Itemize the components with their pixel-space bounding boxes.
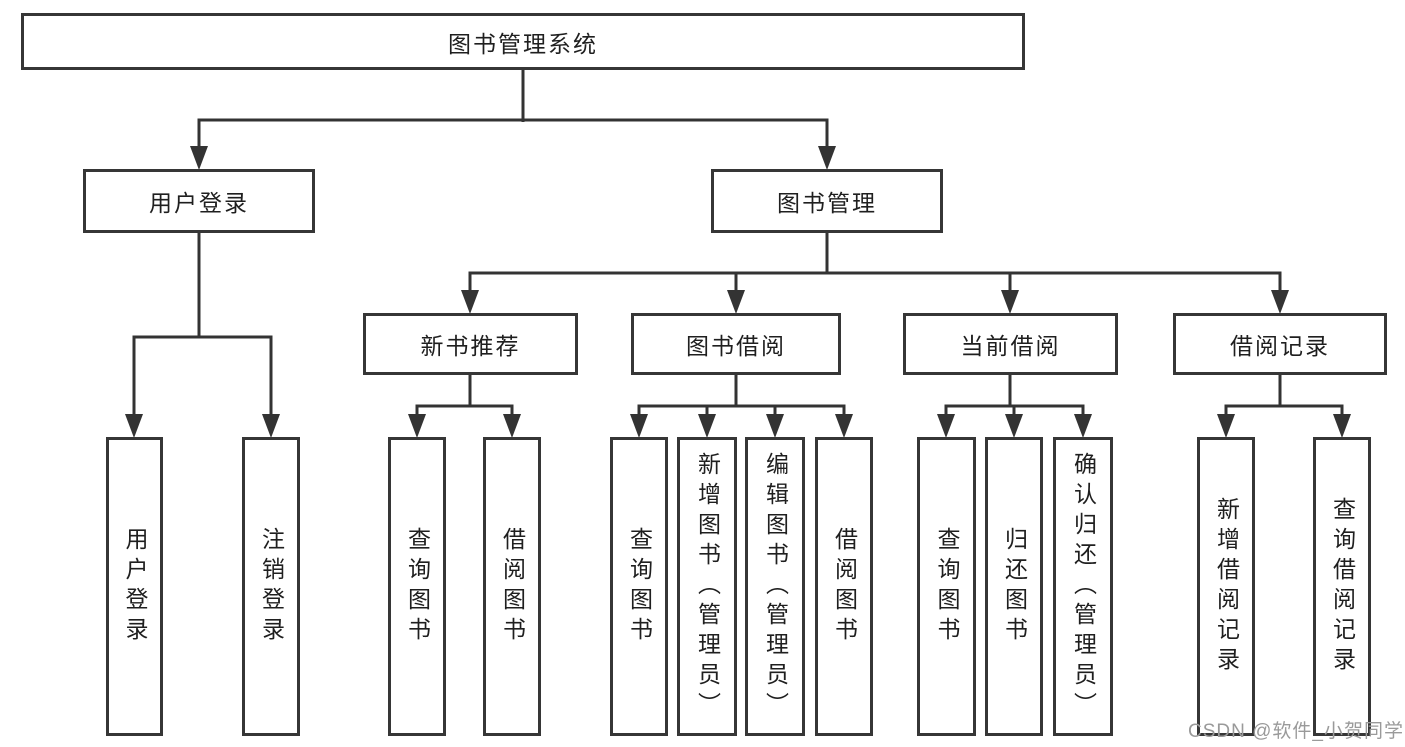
node-root: 图书管理系统 — [21, 13, 1025, 70]
node-user-login-label: 用户登录 — [149, 190, 249, 216]
node-borrow-records: 借阅记录 — [1173, 313, 1387, 375]
leaf-add-borrow-record-label: 新增借阅记录 — [1213, 496, 1240, 677]
leaf-query-borrow-record: 查询借阅记录 — [1313, 437, 1371, 736]
leaf-borrow-books-recommend: 借阅图书 — [483, 437, 541, 736]
node-root-label: 图书管理系统 — [448, 30, 598, 57]
node-book-borrow-label: 图书借阅 — [686, 333, 786, 359]
node-book-borrow: 图书借阅 — [631, 313, 841, 375]
leaf-add-borrow-record: 新增借阅记录 — [1197, 437, 1255, 736]
node-user-login: 用户登录 — [83, 169, 315, 233]
leaf-add-book-admin-label: 新增图书（管理员） — [694, 451, 721, 722]
leaf-logout-label: 注销登录 — [258, 526, 285, 647]
leaf-borrow-book-label: 借阅图书 — [831, 526, 858, 647]
leaf-edit-book-admin-label: 编辑图书（管理员） — [762, 451, 789, 722]
leaf-confirm-return-admin-label: 确认归还（管理员） — [1070, 451, 1097, 722]
node-new-book-recommend: 新书推荐 — [363, 313, 578, 375]
node-book-management: 图书管理 — [711, 169, 943, 233]
leaf-return-book: 归还图书 — [985, 437, 1043, 736]
leaf-query-books-recommend: 查询图书 — [388, 437, 446, 736]
leaf-query-books-recommend-label: 查询图书 — [404, 526, 431, 647]
leaf-user-login: 用户登录 — [106, 437, 163, 736]
leaf-query-books-borrow: 查询图书 — [610, 437, 668, 736]
leaf-query-books-current-label: 查询图书 — [934, 526, 960, 647]
leaf-edit-book-admin: 编辑图书（管理员） — [745, 437, 805, 736]
leaf-add-book-admin: 新增图书（管理员） — [677, 437, 737, 736]
leaf-user-login-label: 用户登录 — [122, 526, 148, 647]
leaf-logout: 注销登录 — [242, 437, 300, 736]
leaf-return-book-label: 归还图书 — [1001, 526, 1028, 647]
node-current-borrow-label: 当前借阅 — [960, 333, 1061, 359]
leaf-query-books-current: 查询图书 — [917, 437, 976, 736]
leaf-borrow-book: 借阅图书 — [815, 437, 873, 736]
csdn-watermark: CSDN @软件_小贺同学 — [1188, 721, 1404, 742]
node-borrow-records-label: 借阅记录 — [1230, 333, 1330, 359]
node-current-borrow: 当前借阅 — [903, 313, 1118, 375]
node-new-book-recommend-label: 新书推荐 — [420, 333, 521, 359]
leaf-confirm-return-admin: 确认归还（管理员） — [1053, 437, 1113, 736]
node-book-management-label: 图书管理 — [777, 190, 877, 216]
leaf-query-books-borrow-label: 查询图书 — [626, 526, 653, 647]
leaf-borrow-books-recommend-label: 借阅图书 — [499, 526, 526, 647]
leaf-query-borrow-record-label: 查询借阅记录 — [1329, 496, 1356, 677]
